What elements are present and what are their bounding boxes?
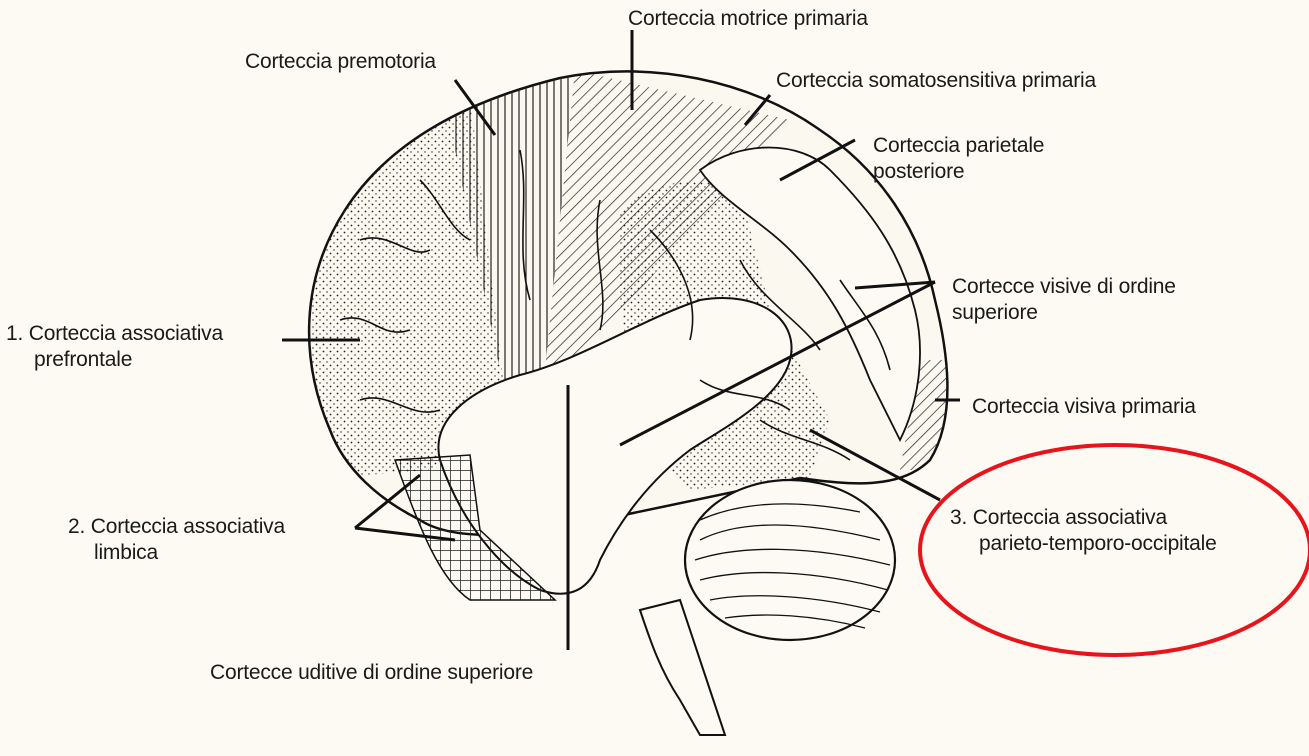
label-limbic: 2. Corteccia associativa limbica — [68, 514, 285, 566]
label-motor-primary: Corteccia motrice primaria — [628, 6, 868, 32]
label-auditory-higher: Cortecce uditive di ordine superiore — [210, 660, 533, 686]
label-visual-higher: Cortecce visive di ordine superiore — [952, 274, 1176, 326]
label-pto: 3. Corteccia associativa parieto-temporo… — [950, 505, 1217, 557]
label-premotor: Corteccia premotoria — [245, 49, 436, 75]
label-somatosensory: Corteccia somatosensitiva primaria — [776, 68, 1096, 94]
brainstem — [640, 600, 725, 735]
cerebellum — [685, 480, 895, 640]
label-parietal-posterior: Corteccia parietale posteriore — [873, 133, 1044, 185]
label-visual-primary: Corteccia visiva primaria — [972, 394, 1196, 420]
label-prefrontal: 1. Corteccia associativa prefrontale — [6, 321, 223, 373]
